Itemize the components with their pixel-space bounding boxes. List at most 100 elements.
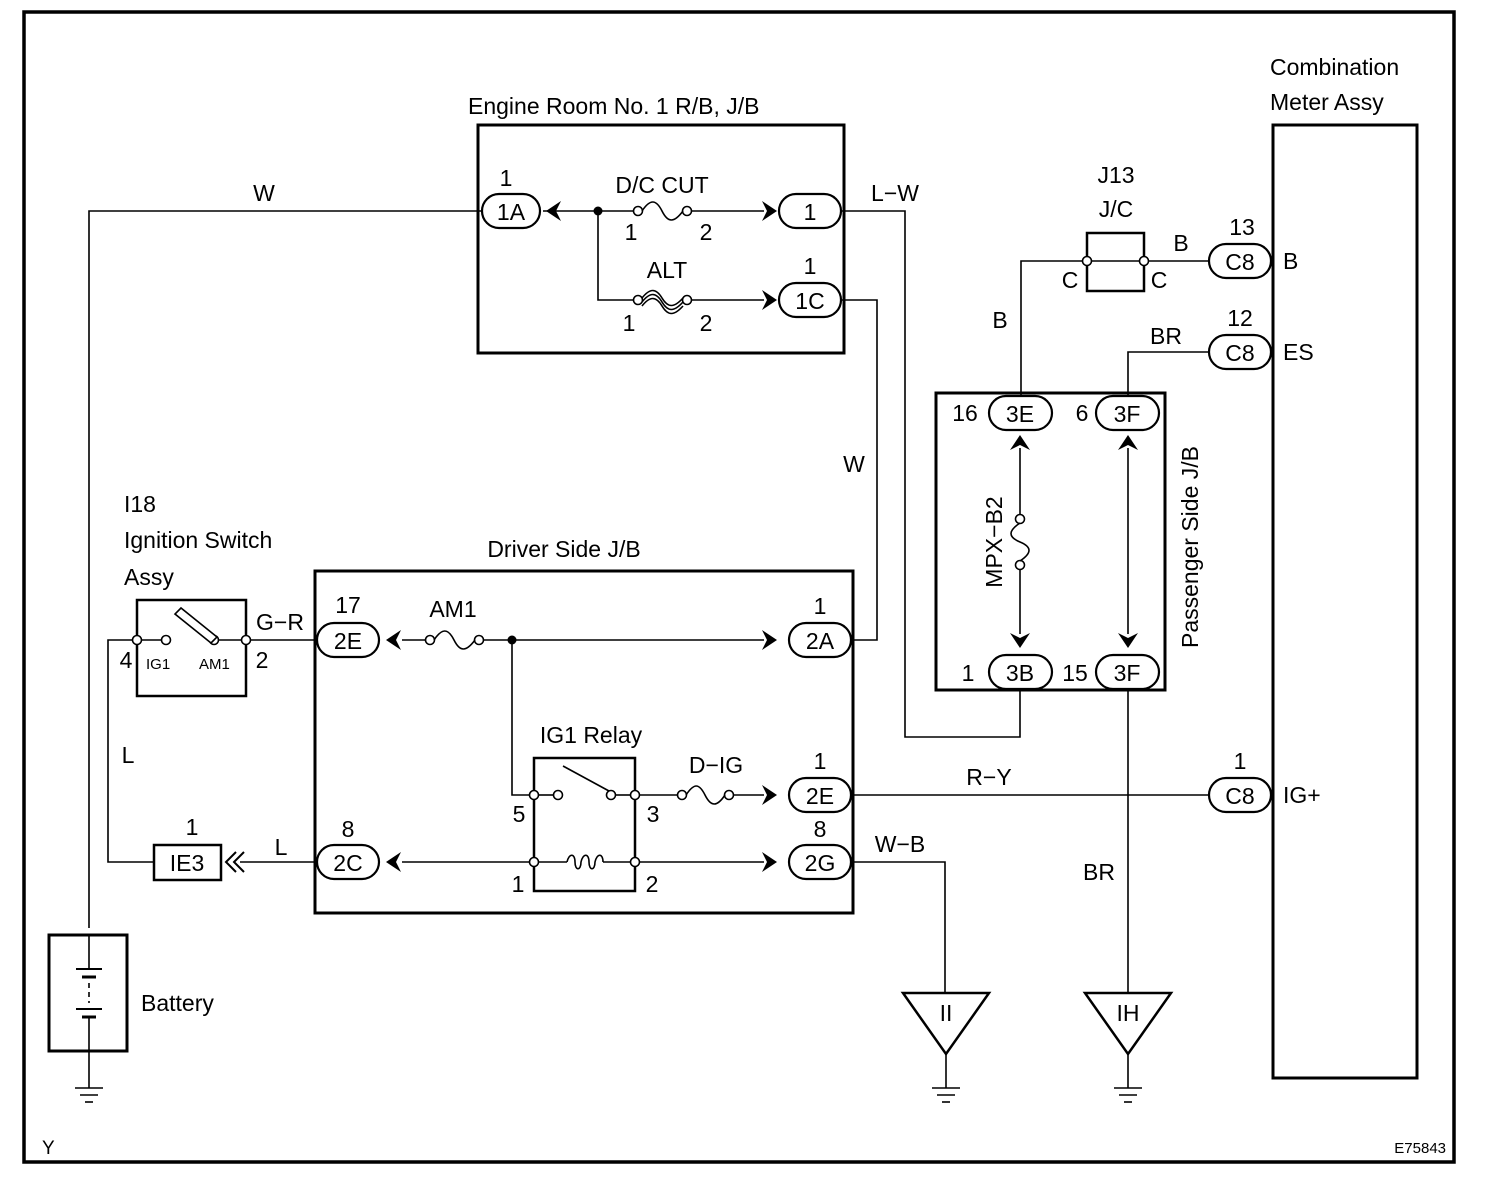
ignition-switch-title-2: Assy [124,564,174,590]
wires [88,210,1209,1088]
connector-1c-label: 1C [795,288,824,314]
ignition-switch-title-1: Ignition Switch [124,527,272,553]
ignition-switch-pin-right: 2 [256,647,269,673]
wire-color-w-alt: W [843,451,865,477]
connector-2c-pin: 8 [342,816,355,842]
junction-j13: J13 J/C C C [1062,162,1168,293]
connector-1c-pin: 1 [804,253,817,279]
wire-color-l-switch: L [122,742,135,768]
ground-ih-triangle [1082,991,1174,1057]
passenger-side-jb-box [934,391,1167,692]
connector-2g-arrow [762,852,777,872]
driver-side-jb: Driver Side J/B 2E 17 AM1 2A 1 IG1 Relay… [313,536,855,915]
ignition-switch-term-ig1 [160,634,172,646]
connector-c8-b-label: C8 [1225,249,1254,275]
wire-ds-relay-feed [511,640,534,796]
connector-1c [777,281,843,319]
meter-terminal-es: ES [1283,339,1314,365]
wire-br-es [1127,351,1209,398]
connector-2e-in-label: 2E [334,628,362,654]
connector-3e-pin: 16 [952,400,978,426]
connector-3f-bot-arrow [1118,633,1138,648]
wire-color-l-ie3: L [275,834,288,860]
fuse-alt-element-c [641,297,684,315]
wire-color-b-pass: B [992,307,1007,333]
meter-terminal-b: B [1283,248,1298,274]
wire-color-w-b: W−B [875,831,925,857]
relay-pin-3: 3 [647,801,660,827]
fuse-alt-label: ALT [647,257,687,283]
connector-2e-out-pin: 1 [814,748,827,774]
wire-w-battery-feed [88,210,482,928]
connector-c8-es [1207,333,1273,371]
connector-1a-label: 1A [497,199,526,225]
driver-side-jb-title: Driver Side J/B [487,536,640,562]
corner-label-left: Y [42,1138,55,1159]
connector-ie3-pin: 1 [186,814,199,840]
meter-terminal-ig-plus: IG+ [1283,782,1321,808]
wire-l-sw [107,639,154,863]
relay-term-3 [629,789,641,801]
connector-c8-b [1207,242,1273,280]
fuse-dc-cut-term-1 [632,205,644,217]
fuse-am1-element [433,630,476,650]
fuse-dc-cut-term-2 [681,205,693,217]
connector-2a-label: 2A [806,628,835,654]
connector-2a-arrow [762,630,777,650]
wire-color-br-es: BR [1150,323,1182,349]
connector-c8-es-label: C8 [1225,340,1254,366]
fuse-alt-pin-1: 1 [623,310,636,336]
junction-j13-term-right-label: C [1151,267,1168,293]
ignition-switch-pin-left: 4 [120,647,133,673]
connector-ie3 [152,843,223,882]
connector-2e-in-arrow [386,630,401,650]
connector-3f-bottom-label: 3F [1114,660,1141,686]
fuse-dc-cut-pin-1: 1 [625,219,638,245]
connector-2e-out-arrow [762,785,777,805]
ignition-switch-term-left [131,634,143,646]
ground-ii-triangle [900,991,992,1057]
connector-ie3-chevron-2 [232,851,245,873]
ground-ih-label: IH [1117,1000,1140,1026]
wire-b-j13-to-pass [1020,260,1087,398]
wire-l-w [842,210,1021,738]
connector-3e-arrow [1010,435,1030,450]
connector-ie3-group: IE3 1 [152,814,245,882]
wire-color-r-y: R−Y [966,764,1011,790]
junction-j13-box [1085,231,1146,293]
connector-1 [777,192,843,230]
relay-pin-5: 5 [513,801,526,827]
connector-1-arrow [762,201,777,221]
ignition-switch-id: I18 [124,491,156,517]
ignition-switch-ig1-label: IG1 [146,656,170,673]
driver-side-jb-box [313,569,855,915]
connector-1a-arrow [546,201,561,221]
wire-color-g-r: G−R [256,609,304,635]
ignition-switch-am1-label: AM1 [199,656,230,673]
wire-color-br-ground: BR [1083,859,1115,885]
connector-2g-label: 2G [805,850,836,876]
junction-j13-term-left-label: C [1062,267,1079,293]
combination-meter: Combination Meter Assy C8 13 B C8 12 ES … [1207,54,1419,1080]
connector-c8-es-pin: 12 [1227,305,1253,331]
fuse-am1-term-2 [473,634,485,646]
battery: Battery [47,933,214,1053]
relay-pin-2: 2 [646,871,659,897]
connector-2c-arrow [386,852,401,872]
fuse-alt-term-1 [632,294,644,306]
ignition-switch: I18 Ignition Switch Assy IG1 AM1 4 2 [120,491,272,698]
ground-point-ii: II [900,991,992,1103]
connector-3e [987,394,1054,432]
connector-1-label: 1 [804,199,817,225]
passenger-side-jb-title: Passenger Side J/B [1177,446,1203,648]
battery-ground-icon [75,1087,103,1103]
wire-w-alt-to-2a [842,299,878,641]
fuse-alt-pin-2: 2 [700,310,713,336]
ground-point-ih: IH [1082,991,1174,1103]
connector-ie3-label: IE3 [170,850,205,876]
engine-room-rb: Engine Room No. 1 R/B, J/B 1A 1 D/C CUT … [468,93,846,355]
connector-3f-bottom [1094,653,1161,691]
fuse-d-ig-element [685,785,726,805]
connector-1a-pin: 1 [500,165,513,191]
